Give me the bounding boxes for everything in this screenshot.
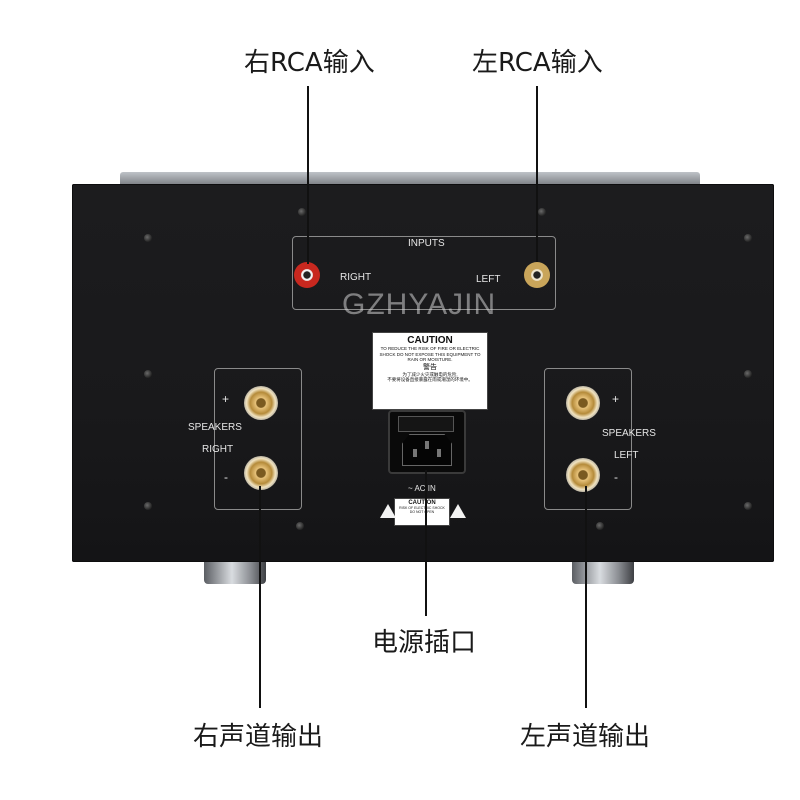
left-plus-sign: + bbox=[612, 392, 620, 406]
right-foot bbox=[572, 562, 634, 584]
screw bbox=[744, 234, 752, 242]
small-caution-text: RISK OF ELECTRIC SHOCK DO NOT OPEN bbox=[399, 506, 445, 514]
power-callout-line bbox=[425, 470, 427, 616]
fuse-holder bbox=[398, 416, 454, 432]
left-channel-output-label: 左声道输出 bbox=[520, 722, 651, 752]
warning-text-1: 为了减少火灾或触电的危险, bbox=[402, 371, 458, 377]
inputs-label: INPUTS bbox=[404, 238, 449, 249]
right-minus-sign: - bbox=[224, 470, 228, 484]
left-rca-callout-line bbox=[536, 86, 538, 262]
right-speaker-positive-terminal[interactable] bbox=[244, 386, 278, 420]
power-inlet[interactable] bbox=[388, 410, 466, 474]
left-minus-sign: - bbox=[614, 470, 618, 484]
right-rca-callout-line bbox=[307, 86, 309, 264]
screw bbox=[144, 370, 152, 378]
caution-sticker: CAUTION TO REDUCE THE RISK OF FIRE OR EL… bbox=[372, 332, 488, 410]
small-caution-sticker: CAUTION RISK OF ELECTRIC SHOCK DO NOT OP… bbox=[394, 498, 450, 526]
screw bbox=[596, 522, 604, 530]
left-rca-input-label: 左RCA输入 bbox=[472, 48, 603, 78]
left-rca-jack[interactable] bbox=[524, 262, 550, 288]
right-speaker-negative-terminal[interactable] bbox=[244, 456, 278, 490]
left-speakers-label: SPEAKERS bbox=[602, 428, 656, 439]
screw bbox=[144, 234, 152, 242]
right-rca-jack[interactable] bbox=[294, 262, 320, 288]
left-speaker-negative-terminal[interactable] bbox=[566, 458, 600, 492]
screw bbox=[296, 522, 304, 530]
small-caution-title: CAUTION bbox=[408, 500, 436, 506]
inputs-frame bbox=[292, 236, 556, 310]
right-plus-sign: + bbox=[222, 392, 230, 406]
right-rca-input-label: 右RCA输入 bbox=[244, 48, 375, 78]
warning-title: 警告 bbox=[423, 363, 437, 371]
screw bbox=[538, 208, 546, 216]
right-output-callout-line bbox=[259, 486, 261, 708]
right-speakers-label: SPEAKERS bbox=[188, 422, 242, 433]
right-speaker-label: RIGHT bbox=[202, 444, 234, 455]
lightning-warning-icon bbox=[380, 504, 396, 518]
watermark: GZHYAJIN bbox=[342, 288, 497, 321]
ac-in-label: ~ AC IN bbox=[408, 484, 436, 493]
right-speaker-frame bbox=[214, 368, 302, 510]
screw bbox=[744, 502, 752, 510]
caution-title: CAUTION bbox=[407, 335, 453, 346]
left-speaker-positive-terminal[interactable] bbox=[566, 386, 600, 420]
warning-text-2: 不要将设备直接暴露在雨或潮湿的环境中。 bbox=[387, 377, 473, 382]
left-speaker-label: LEFT bbox=[614, 450, 639, 461]
left-foot bbox=[204, 562, 266, 584]
iec-socket bbox=[402, 434, 452, 466]
power-socket-label: 电源插口 bbox=[372, 628, 477, 658]
right-channel-output-label: 右声道输出 bbox=[193, 722, 324, 752]
screw bbox=[744, 370, 752, 378]
left-output-callout-line bbox=[585, 486, 587, 708]
left-speaker-frame bbox=[544, 368, 632, 510]
screw bbox=[144, 502, 152, 510]
caution-text: TO REDUCE THE RISK OF FIRE OR ELECTRIC S… bbox=[379, 346, 481, 362]
exclamation-warning-icon bbox=[450, 504, 466, 518]
left-input-label: LEFT bbox=[476, 274, 501, 285]
screw bbox=[298, 208, 306, 216]
right-input-label: RIGHT bbox=[340, 272, 372, 283]
amplifier-rear-panel: INPUTS RIGHT LEFT CAUTION TO REDUCE THE … bbox=[72, 184, 774, 562]
